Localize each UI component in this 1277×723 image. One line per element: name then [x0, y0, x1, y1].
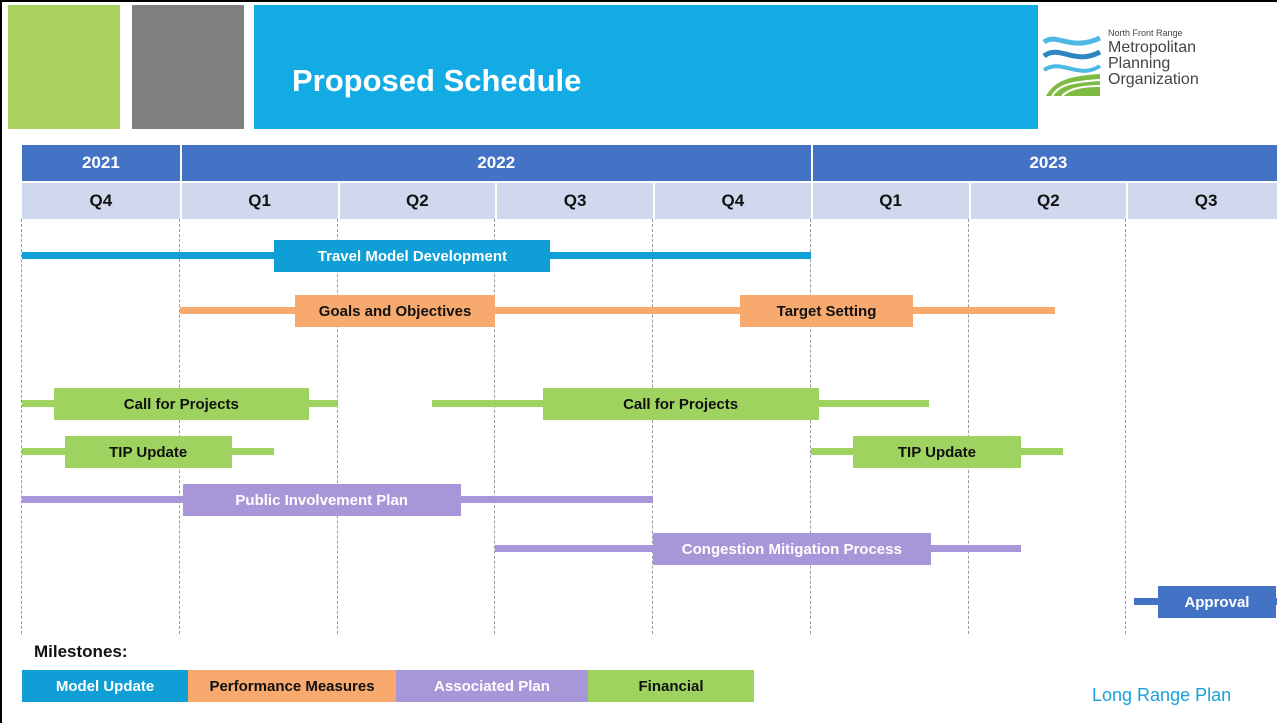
quarter-gridline [967, 219, 969, 634]
logo-line3: Planning [1108, 55, 1171, 72]
slide-border-left [0, 0, 2, 723]
timeline-bar-label: Call for Projects [53, 388, 310, 420]
quarter-header: Q4 [22, 183, 180, 219]
legend-item: Financial [588, 670, 754, 702]
timeline-bar-label: Approval [1157, 586, 1277, 618]
quarter-gridline [21, 219, 22, 634]
year-header: 2021 [22, 145, 180, 181]
timeline-bar-label: Public Involvement Plan [182, 484, 461, 516]
timeline-bar-label: Goals and Objectives [294, 295, 496, 327]
logo-mark-icon [1042, 28, 1102, 98]
timeline-bar-label: TIP Update [64, 436, 232, 468]
legend-item: Associated Plan [396, 670, 588, 702]
quarter-header: Q2 [968, 183, 1127, 219]
year-header: 2022 [179, 145, 811, 181]
timeline-bar-label: TIP Update [853, 436, 1021, 468]
quarter-header: Q4 [653, 183, 811, 219]
page-title: Proposed Schedule [292, 63, 582, 98]
logo-line1: North Front Range [1108, 28, 1183, 38]
quarter-gridline [336, 219, 338, 634]
logo-line4: Organization [1108, 71, 1199, 88]
decorative-green-square [8, 5, 120, 129]
footer-text: Long Range Plan [1092, 685, 1232, 705]
quarter-gridline [494, 219, 496, 634]
milestones-label: Milestones: [34, 642, 128, 661]
quarter-header: Q3 [1126, 183, 1277, 219]
timeline-bar-label: Call for Projects [542, 388, 819, 420]
legend-item: Performance Measures [188, 670, 396, 702]
timeline-bar-label: Target Setting [739, 295, 914, 327]
quarter-header: Q3 [495, 183, 653, 219]
timeline-bar-label: Congestion Mitigation Process [653, 533, 931, 565]
title-band: Proposed Schedule [254, 5, 1038, 129]
quarter-header: Q2 [337, 183, 496, 219]
quarter-gridline [809, 219, 811, 634]
quarter-gridline [178, 219, 180, 634]
quarter-gridline [1125, 219, 1127, 634]
quarter-gridline [652, 219, 653, 634]
logo-line2: Metropolitan [1108, 39, 1197, 56]
quarter-header: Q1 [179, 183, 338, 219]
quarter-header: Q1 [810, 183, 969, 219]
legend-item: Model Update [22, 670, 188, 702]
year-header: 2023 [810, 145, 1277, 181]
slide-border-top [0, 0, 1277, 2]
nfrmpo-logo: North Front Range Metropolitan Planning … [1040, 20, 1275, 112]
logo-text: North Front Range Metropolitan Planning … [1108, 27, 1199, 88]
timeline-bar-label: Travel Model Development [274, 240, 551, 272]
decorative-gray-square [132, 5, 244, 129]
